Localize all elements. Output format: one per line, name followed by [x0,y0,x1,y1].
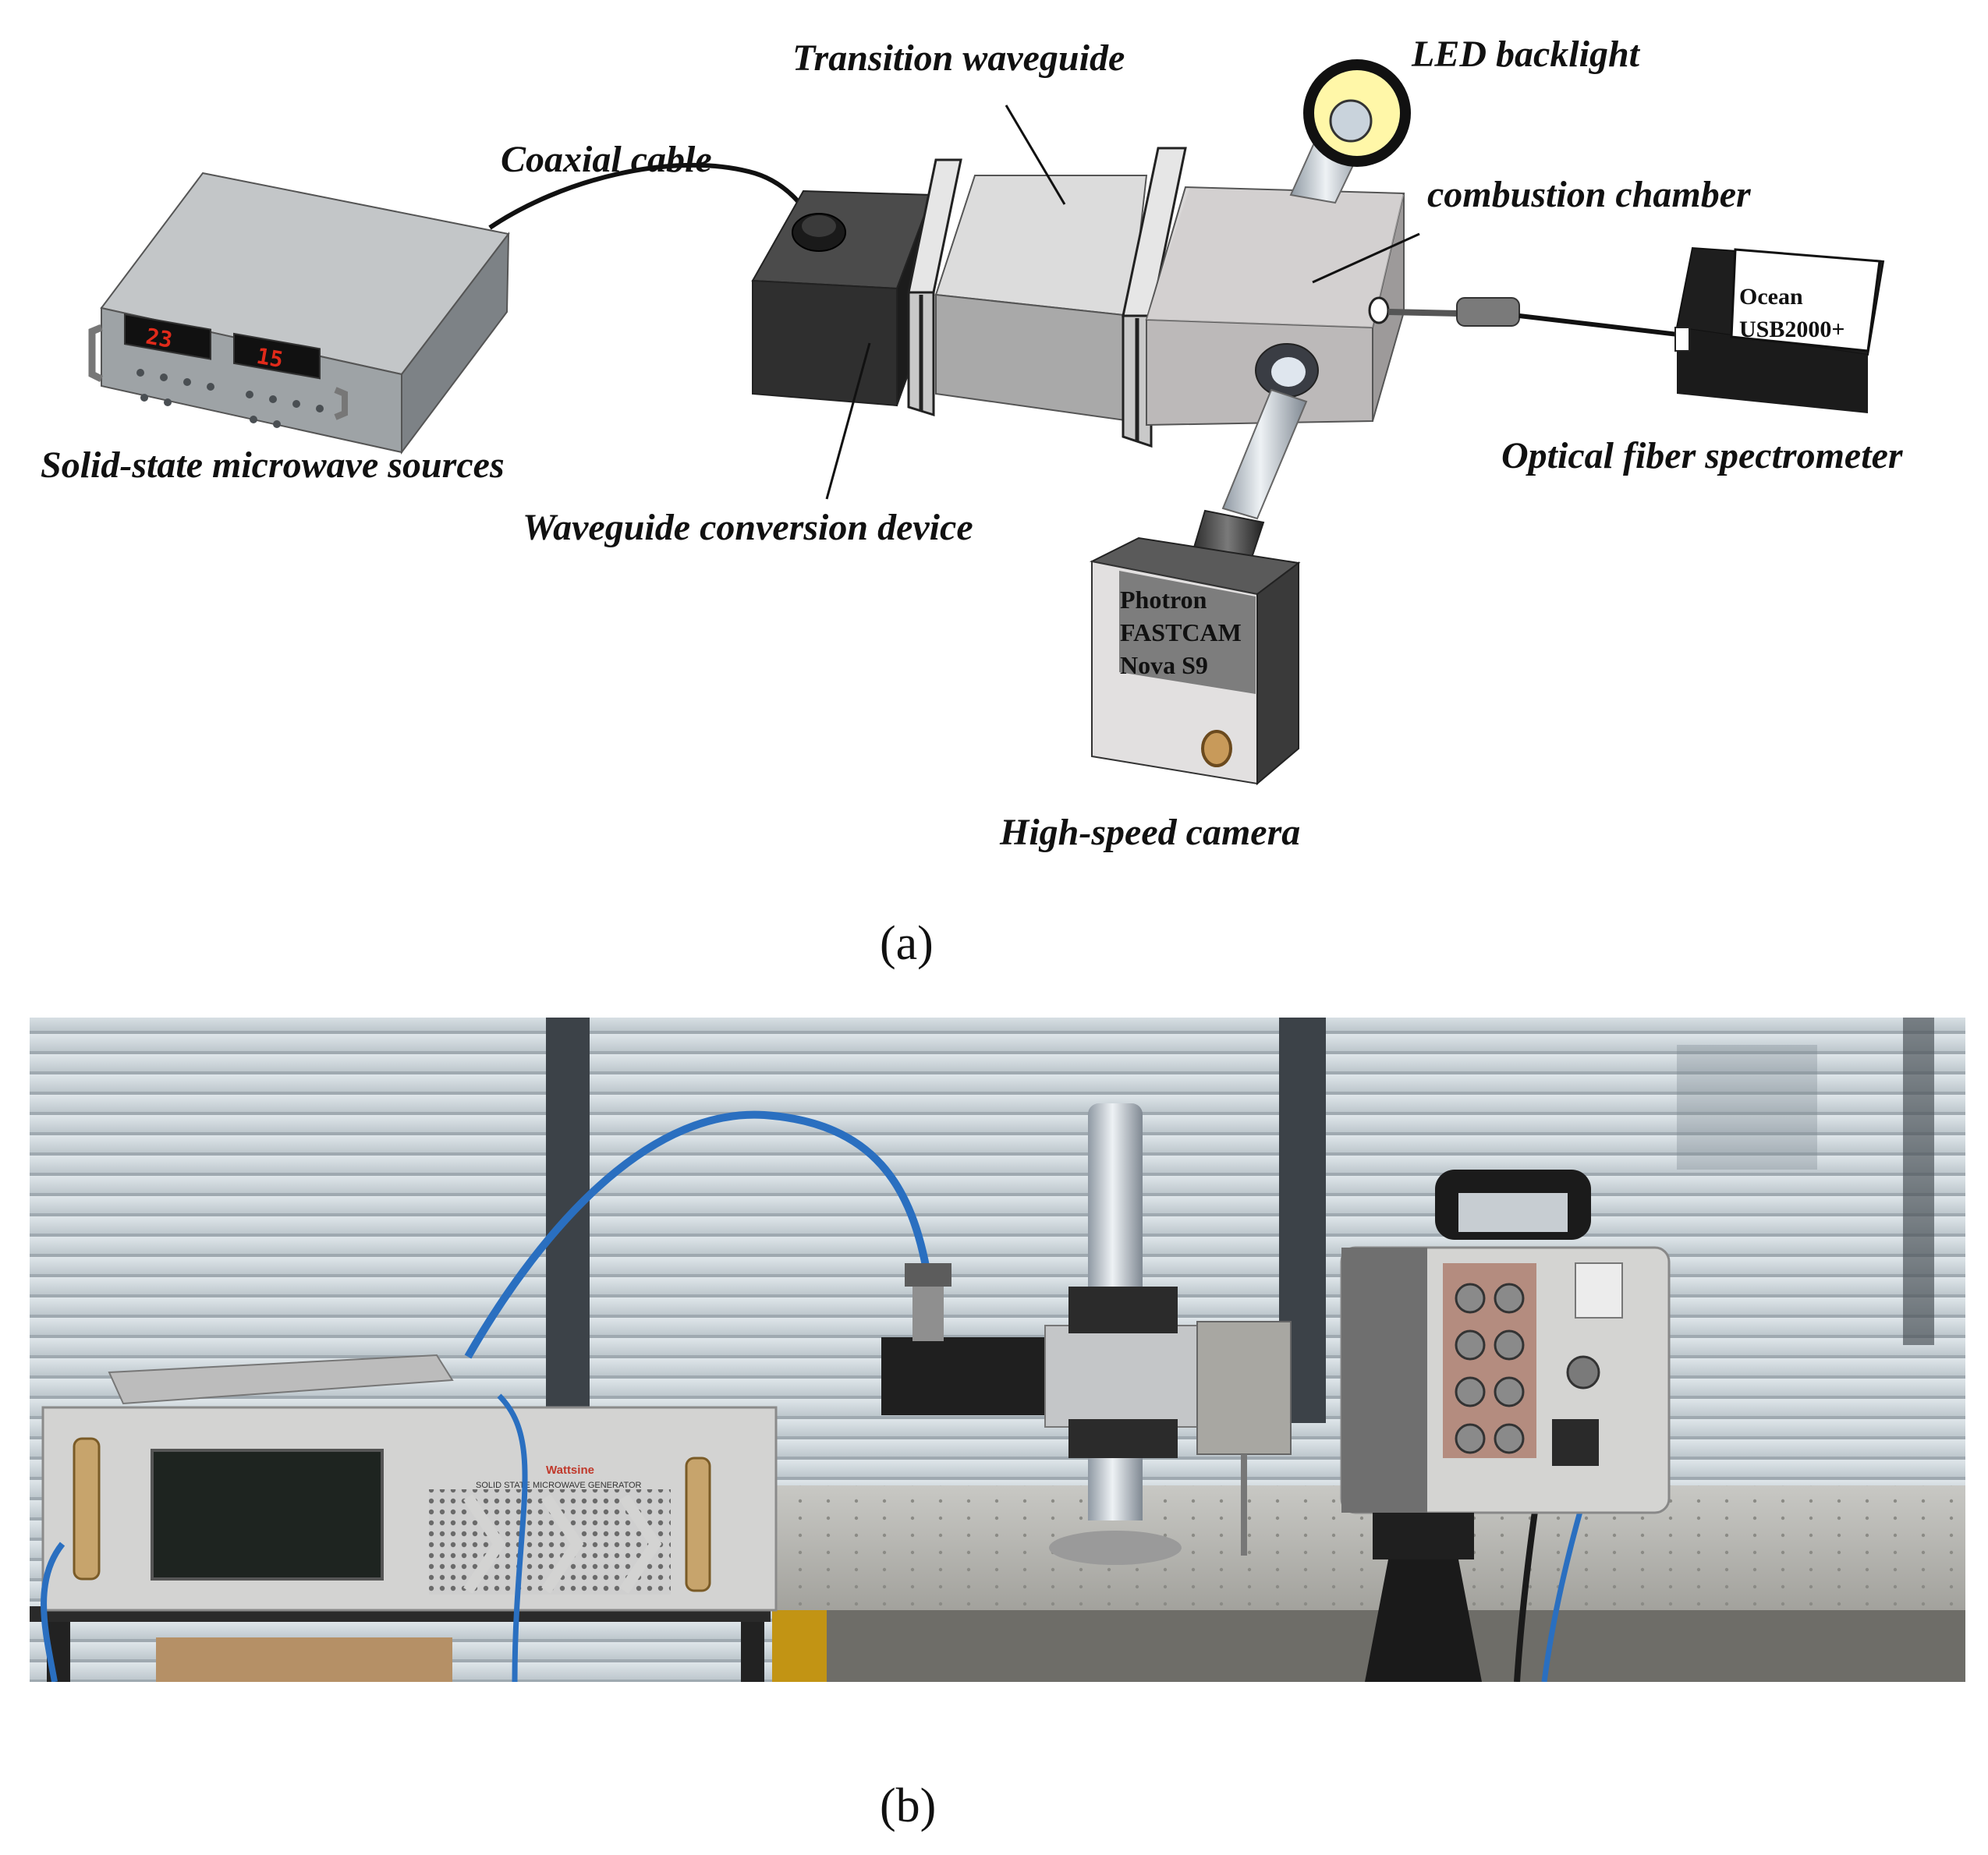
label-waveguide-conversion: Waveguide conversion device [523,507,973,548]
label-optical-fiber-spectrometer: Optical fiber spectrometer [1501,435,1904,476]
generator-photo: Wattsine SOLID STATE MICROWAVE GENERATOR [41,1406,778,1612]
generator-model: SOLID STATE MICROWAVE GENERATOR [476,1481,642,1490]
transition-waveguide-illustration [934,175,1148,423]
source-display-left: 23 [144,323,175,352]
caption-a: (a) [880,917,934,970]
led-backlight-illustration [1289,59,1411,204]
camera-text-line-2: FASTCAM [1120,618,1242,646]
waveguide-flange-2 [1122,147,1187,448]
leader-lines [825,104,1420,500]
camera-photo [1340,1170,1671,1682]
source-display-right: 15 [255,343,285,373]
generator-brand: Wattsine [546,1464,594,1477]
spectrometer-illustration: Ocean USB2000+ [1674,246,1885,413]
waveguide-assembly-photo [881,1103,1292,1565]
label-combustion-chamber: combustion chamber [1427,174,1752,215]
label-solid-state-sources: Solid-state microwave sources [41,444,505,486]
microwave-source-illustration: 23 15 [88,172,510,455]
combustion-chamber-illustration [1145,186,1405,427]
camera-text-line-3: Nova S9 [1120,651,1208,679]
label-high-speed-camera: High-speed camera [999,812,1300,853]
camera-text-line-1: Photron [1120,586,1207,614]
spectrometer-text-line-2: USB2000+ [1739,317,1844,342]
waveguide-conversion-illustration [751,189,934,407]
caption-b: (b) [880,1779,936,1832]
panel-a-schematic: 23 15 [41,34,1904,853]
optical-fiber-illustration [1387,297,1685,338]
high-speed-camera-illustration: Photron FASTCAM Nova S9 [1089,536,1301,786]
label-led-backlight: LED backlight [1411,34,1641,75]
spectrometer-text-line-1: Ocean [1739,284,1803,310]
label-coaxial-cable: Coaxial cable [501,139,712,180]
panel-b-photo: Wattsine SOLID STATE MICROWAVE GENERATOR [30,1018,1965,1682]
label-transition-waveguide: Transition waveguide [792,37,1125,79]
waveguide-flange-1 [907,158,962,417]
